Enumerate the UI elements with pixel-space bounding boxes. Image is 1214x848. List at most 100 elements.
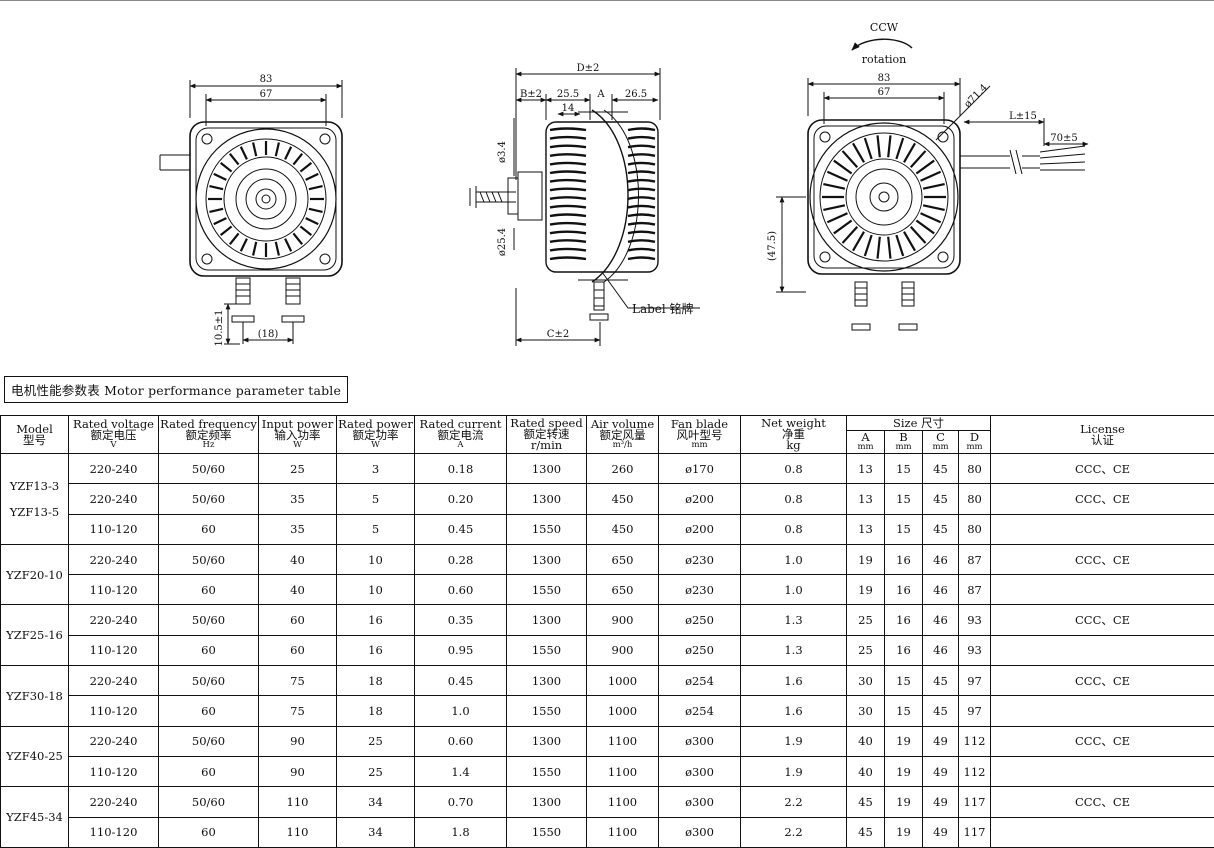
cell-size-c: 49 [922,755,959,788]
label-callout: Label 铭牌 [632,301,694,316]
cell-rated-power: 25 [336,725,415,757]
cell-license [990,755,1214,788]
cell-current: 0.60 [414,574,507,606]
cell-license: CCC、CE [990,665,1214,697]
cell-voltage: 220-240 [68,543,159,576]
cell-voltage: 110-120 [68,816,159,848]
cell-fan-blade: ø170 [658,452,741,485]
cell-license: CCC、CE [990,452,1214,485]
cell-frequency: 50/60 [158,483,259,515]
cell-fan-blade: ø200 [658,513,741,545]
cell-speed: 1300 [506,786,587,818]
cell-size-d: 97 [957,665,992,697]
cell-current: 0.18 [414,452,507,485]
cell-speed: 1550 [506,574,587,606]
cell-frequency: 50/60 [158,604,259,636]
cell-input-power: 110 [258,786,337,818]
cell-air-volume: 1100 [586,816,659,848]
cell-air-volume: 260 [586,452,659,485]
cell-frequency: 50/60 [158,452,259,485]
cell-license: CCC、CE [990,786,1214,818]
cell-rated-power: 25 [336,755,415,788]
cell-rated-power: 16 [336,634,415,667]
cell-size-a: 45 [846,816,885,848]
cell-frequency: 60 [158,574,259,606]
cell-current: 1.4 [414,755,507,788]
rear-dim-L: L±15 [1009,111,1037,122]
side-dim-25-5: 25.5 [557,89,579,100]
front-dim-67: 67 [260,89,273,100]
cell-size-d: 112 [957,755,992,788]
side-view-drawing [469,68,700,346]
rear-view-drawing [776,38,1089,331]
cell-current: 0.20 [414,483,507,515]
cell-weight: 1.6 [740,695,847,727]
cell-frequency: 50/60 [158,665,259,697]
cell-size-b: 15 [884,483,923,515]
cell-model: YZF20-10 [0,543,69,606]
cell-size-d: 93 [957,634,992,667]
cell-frequency: 60 [158,816,259,848]
cell-input-power: 40 [258,574,337,606]
cell-rated-power: 10 [336,543,415,576]
cell-model: YZF25-16 [0,604,69,667]
cell-size-b: 19 [884,786,923,818]
cell-fan-blade: ø230 [658,543,741,576]
cell-voltage: 220-240 [68,725,159,757]
rear-dim-67: 67 [878,87,891,98]
side-dim-A: A [596,89,605,100]
cell-weight: 2.2 [740,786,847,818]
cell-input-power: 75 [258,665,337,697]
cell-rated-power: 5 [336,513,415,545]
cell-size-a: 30 [846,695,885,727]
cell-size-d: 80 [957,513,992,545]
cell-size-d: 97 [957,695,992,727]
cell-fan-blade: ø300 [658,755,741,788]
cell-rated-power: 10 [336,574,415,606]
cell-weight: 1.6 [740,665,847,697]
front-dim-height: 10.5±1 [214,309,225,346]
cell-weight: 0.8 [740,452,847,485]
cell-speed: 1550 [506,816,587,848]
cell-size-d: 80 [957,452,992,485]
cell-input-power: 75 [258,695,337,727]
cell-current: 0.35 [414,604,507,636]
cell-size-d: 87 [957,543,992,576]
cell-size-b: 15 [884,695,923,727]
cell-weight: 0.8 [740,483,847,515]
cell-size-c: 49 [922,816,959,848]
cell-size-c: 46 [922,604,959,636]
cell-frequency: 50/60 [158,543,259,576]
cell-size-b: 19 [884,755,923,788]
cell-size-a: 19 [846,574,885,606]
cell-air-volume: 1100 [586,755,659,788]
rear-dim-diameter: ø71.4 [962,82,990,110]
cell-weight: 1.9 [740,725,847,757]
cell-voltage: 110-120 [68,634,159,667]
cell-rated-power: 34 [336,816,415,848]
cell-frequency: 50/60 [158,725,259,757]
side-dim-26-5: 26.5 [625,89,647,100]
cell-current: 0.95 [414,634,507,667]
cell-speed: 1300 [506,452,587,485]
cell-rated-power: 34 [336,786,415,818]
cell-rated-power: 5 [336,483,415,515]
cell-size-c: 49 [922,725,959,757]
cell-air-volume: 1100 [586,786,659,818]
cell-input-power: 25 [258,452,337,485]
cell-size-c: 45 [922,483,959,515]
cell-weight: 1.3 [740,604,847,636]
